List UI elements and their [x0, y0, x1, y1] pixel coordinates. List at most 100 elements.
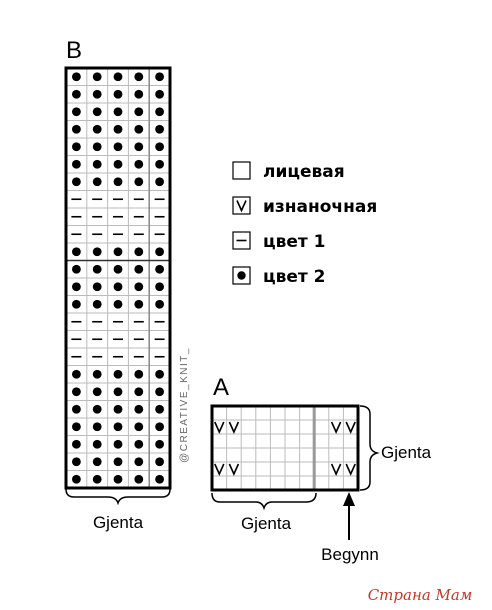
- purl-stitch: [345, 463, 356, 476]
- dot-stitch: [113, 107, 123, 117]
- purl-stitch: [214, 463, 225, 476]
- dot-stitch: [134, 142, 144, 152]
- legend-dot-icon: [237, 271, 246, 280]
- legend-label: цвет 2: [263, 267, 326, 287]
- dot-stitch: [92, 124, 102, 134]
- dot-stitch: [92, 439, 102, 449]
- dot-stitch: [72, 142, 81, 152]
- legend-purl-icon: [236, 200, 247, 213]
- dot-stitch: [155, 89, 165, 99]
- legend-swatch: [232, 161, 251, 180]
- dot-stitch: [92, 474, 102, 484]
- dot-stitch: [92, 387, 102, 397]
- dot-stitch: [72, 159, 81, 169]
- dot-stitch: [72, 439, 81, 449]
- dot-stitch: [113, 282, 123, 292]
- dot-stitch: [113, 387, 123, 397]
- dot-stitch: [134, 124, 144, 134]
- dot-stitch: [113, 264, 123, 274]
- dot-stitch: [72, 282, 81, 292]
- chart-b-label: B: [66, 37, 82, 64]
- dot-stitch: [134, 282, 144, 292]
- dot-stitch: [134, 107, 144, 117]
- dot-stitch: [92, 299, 102, 309]
- dot-stitch: [134, 264, 144, 274]
- dot-stitch: [72, 107, 81, 117]
- dot-stitch: [72, 264, 81, 274]
- corner-watermark: Страна Мам: [368, 586, 473, 604]
- dot-stitch: [134, 404, 144, 414]
- purl-stitch: [214, 421, 225, 434]
- dot-stitch: [113, 422, 123, 432]
- dot-stitch: [155, 457, 165, 467]
- dot-stitch: [113, 247, 123, 257]
- dot-stitch: [155, 422, 165, 432]
- dot-stitch: [155, 107, 165, 117]
- dot-stitch: [72, 404, 81, 414]
- dot-stitch: [134, 159, 144, 169]
- dot-stitch: [92, 264, 102, 274]
- dot-stitch: [155, 404, 165, 414]
- dot-stitch: [113, 89, 123, 99]
- chart-a-border: [210, 404, 360, 492]
- dot-stitch: [92, 404, 102, 414]
- dot-stitch: [155, 159, 165, 169]
- dot-stitch: [113, 159, 123, 169]
- dot-stitch: [134, 177, 144, 187]
- dot-stitch: [155, 282, 165, 292]
- dot-stitch: [72, 177, 81, 187]
- legend-label: изнаночная: [263, 197, 377, 217]
- dot-stitch: [72, 422, 81, 432]
- dot-stitch: [134, 474, 144, 484]
- dot-stitch: [92, 369, 102, 379]
- chart-a-height-brace: [359, 405, 380, 491]
- dot-stitch: [113, 369, 123, 379]
- dot-stitch: [155, 72, 165, 82]
- purl-stitch: [345, 421, 356, 434]
- dot-stitch: [72, 299, 81, 309]
- dot-stitch: [113, 457, 123, 467]
- dot-stitch: [92, 159, 102, 169]
- dot-stitch: [155, 247, 165, 257]
- dot-stitch: [134, 439, 144, 449]
- dot-stitch: [113, 299, 123, 309]
- dot-stitch: [92, 177, 102, 187]
- purl-stitch: [228, 463, 240, 476]
- dot-stitch: [72, 89, 81, 99]
- dot-stitch: [134, 457, 144, 467]
- dot-stitch: [113, 142, 123, 152]
- dot-stitch: [134, 247, 144, 257]
- chart-a-grid: [210, 404, 360, 492]
- legend: лицевая изнаночная цвет 1 цвет 2: [232, 161, 377, 287]
- dot-stitch: [155, 264, 165, 274]
- purl-stitch: [228, 421, 240, 434]
- legend-label: лицевая: [263, 162, 345, 182]
- dot-stitch: [72, 124, 81, 134]
- dot-stitch: [155, 439, 165, 449]
- dot-stitch: [92, 247, 102, 257]
- chart-b-grid: [64, 66, 172, 490]
- dot-stitch: [155, 177, 165, 187]
- dot-stitch: [72, 72, 81, 82]
- dot-stitch: [155, 124, 165, 134]
- start-label: Begynn: [321, 545, 379, 564]
- dot-stitch: [155, 369, 165, 379]
- dot-stitch: [134, 299, 144, 309]
- dot-stitch: [92, 107, 102, 117]
- dot-stitch: [72, 369, 81, 379]
- chart-a-width-brace: [211, 492, 317, 511]
- purl-stitch: [330, 463, 342, 476]
- chart-b-repeat-brace: [65, 488, 171, 506]
- dot-stitch: [92, 72, 102, 82]
- dot-stitch: [134, 89, 144, 99]
- chart-a-label: A: [213, 374, 229, 401]
- dot-stitch: [92, 457, 102, 467]
- dot-stitch: [134, 369, 144, 379]
- dot-stitch: [155, 474, 165, 484]
- dot-stitch: [155, 387, 165, 397]
- dot-stitch: [134, 422, 144, 432]
- dot-stitch: [72, 247, 81, 257]
- legend-label: цвет 1: [263, 232, 326, 252]
- dot-stitch: [155, 299, 165, 309]
